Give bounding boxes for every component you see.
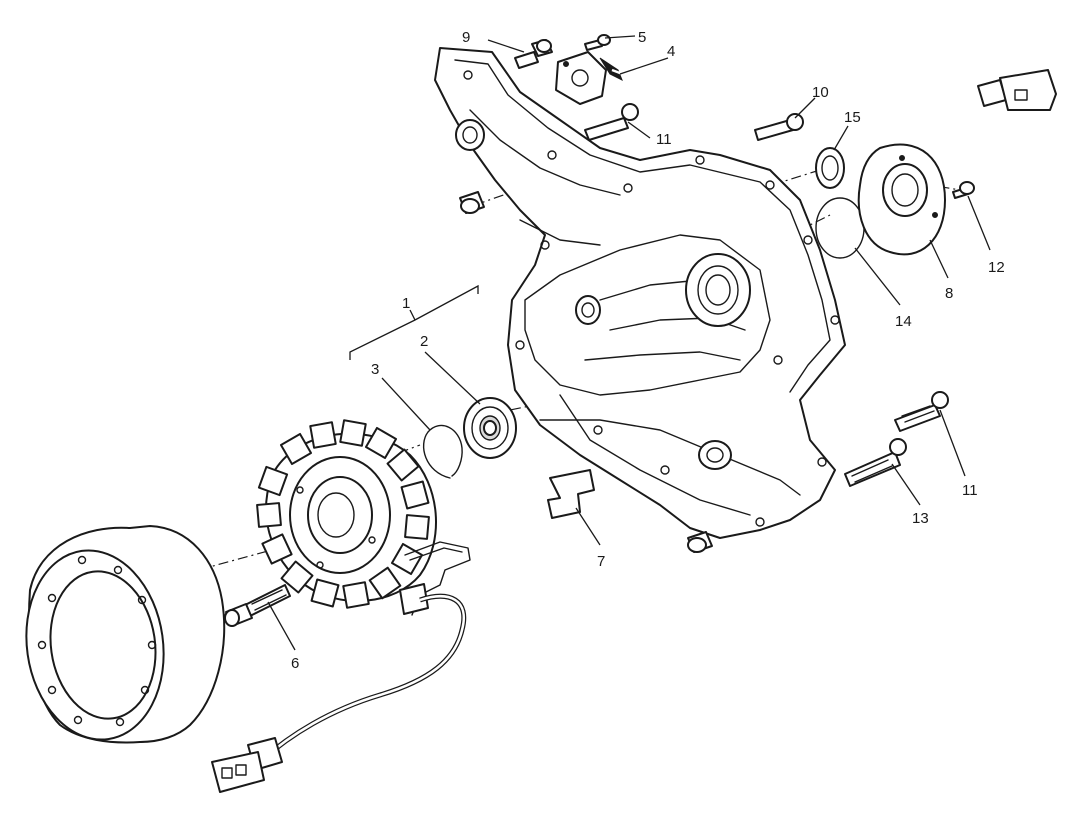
callout-11-lower: 11 bbox=[962, 482, 978, 499]
oil-seal-15 bbox=[815, 147, 845, 189]
bolt-11-lower bbox=[894, 391, 949, 432]
stator bbox=[256, 419, 437, 609]
pickup-sensor bbox=[555, 51, 623, 105]
sensor-connector bbox=[977, 69, 1057, 111]
stator-connector bbox=[211, 737, 283, 793]
bracket-1 bbox=[349, 284, 479, 360]
sensor-cable bbox=[611, 53, 986, 109]
stator-poles bbox=[256, 419, 430, 609]
callout-9: 9 bbox=[462, 29, 470, 46]
screw-12 bbox=[952, 181, 975, 199]
cover-plate-8 bbox=[857, 143, 946, 256]
leader-lines bbox=[267, 35, 991, 651]
bolt-13 bbox=[844, 438, 907, 487]
callout-1: 1 bbox=[402, 295, 410, 312]
o-ring-14 bbox=[815, 197, 865, 259]
dowel-pin-upper bbox=[459, 191, 485, 214]
callout-labels: 9 5 4 10 11 15 12 8 14 1 2 3 11 13 7 6 bbox=[291, 29, 1005, 672]
stator-wire-bundle-2 bbox=[409, 547, 463, 561]
bolt-9 bbox=[514, 39, 553, 69]
wiring-clip-7 bbox=[547, 469, 595, 519]
bolt-11-upper bbox=[584, 103, 639, 141]
bolt-10 bbox=[754, 113, 804, 141]
dowel-pin-lower bbox=[687, 531, 713, 553]
bolt-6 bbox=[224, 584, 291, 627]
sensor-cable-inner bbox=[611, 52, 986, 109]
flywheel-rotor bbox=[25, 525, 226, 744]
callout-7: 7 bbox=[597, 553, 605, 570]
callout-6: 6 bbox=[291, 655, 299, 672]
callout-8: 8 bbox=[945, 285, 953, 302]
callout-14: 14 bbox=[895, 313, 912, 330]
callout-11-upper: 11 bbox=[656, 131, 672, 148]
cover-bolt-holes bbox=[463, 70, 840, 527]
callout-5: 5 bbox=[638, 29, 646, 46]
rotor-bolt-holes bbox=[37, 555, 157, 727]
callout-13: 13 bbox=[912, 510, 929, 527]
callout-3: 3 bbox=[371, 361, 379, 378]
bearing-2 bbox=[463, 397, 517, 459]
screw-5 bbox=[584, 34, 611, 51]
stator-wire-clamp bbox=[399, 583, 429, 615]
stator-cable-inner bbox=[261, 595, 465, 761]
callout-2: 2 bbox=[420, 333, 428, 350]
snap-ring-3 bbox=[423, 424, 463, 479]
callout-4: 4 bbox=[667, 43, 675, 60]
engine-cover bbox=[434, 47, 846, 539]
callout-12: 12 bbox=[988, 259, 1005, 276]
callout-15: 15 bbox=[844, 109, 861, 126]
callout-10: 10 bbox=[812, 84, 829, 101]
